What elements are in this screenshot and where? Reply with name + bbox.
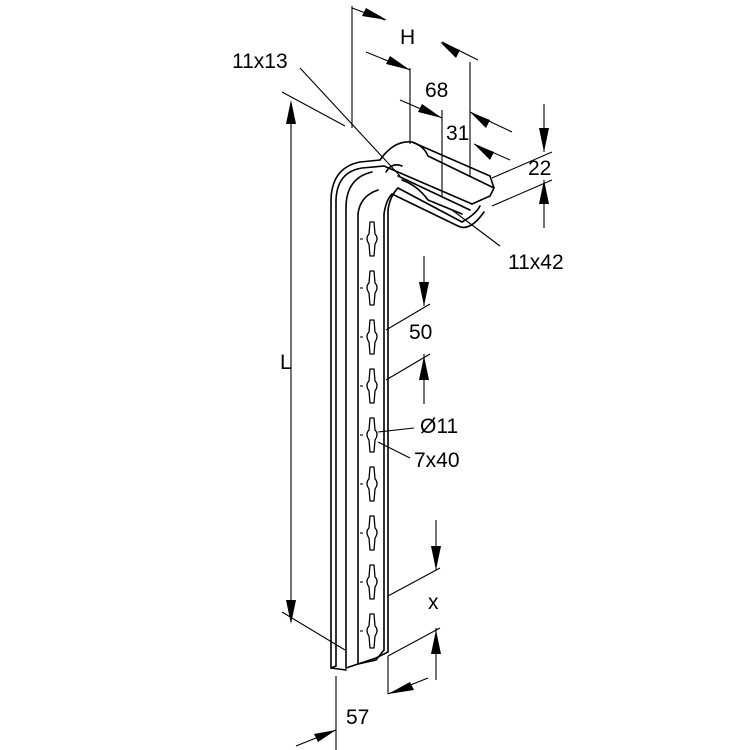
keyhole-slot xyxy=(366,319,378,355)
label-slot: 7x40 xyxy=(414,449,460,472)
label-length: L xyxy=(280,351,292,374)
label-31: 31 xyxy=(446,122,469,145)
label-diameter: Ø11 xyxy=(420,415,458,438)
keyhole-slot xyxy=(366,417,378,453)
dimension-lines xyxy=(281,6,553,750)
label-hole-top: 11x13 xyxy=(232,50,288,73)
keyhole-slot xyxy=(366,368,378,404)
label-68: 68 xyxy=(425,79,448,102)
label-h: H xyxy=(400,26,415,49)
label-57: 57 xyxy=(346,706,369,729)
label-22: 22 xyxy=(528,157,551,180)
keyhole-slot xyxy=(366,466,378,502)
dimension-labels: 11x13 H 68 31 22 11x42 50 L Ø11 7x40 x 5… xyxy=(232,26,564,729)
bracket-body xyxy=(330,141,495,671)
label-slot-top: 11x42 xyxy=(508,251,564,274)
keyhole-slot xyxy=(366,515,378,551)
slot-column xyxy=(360,221,378,649)
label-pitch: 50 xyxy=(409,321,432,344)
keyhole-slot xyxy=(366,221,378,257)
keyhole-slot xyxy=(366,270,378,306)
label-x: x xyxy=(428,591,439,614)
keyhole-slot xyxy=(366,613,378,649)
keyhole-slot xyxy=(366,564,378,600)
